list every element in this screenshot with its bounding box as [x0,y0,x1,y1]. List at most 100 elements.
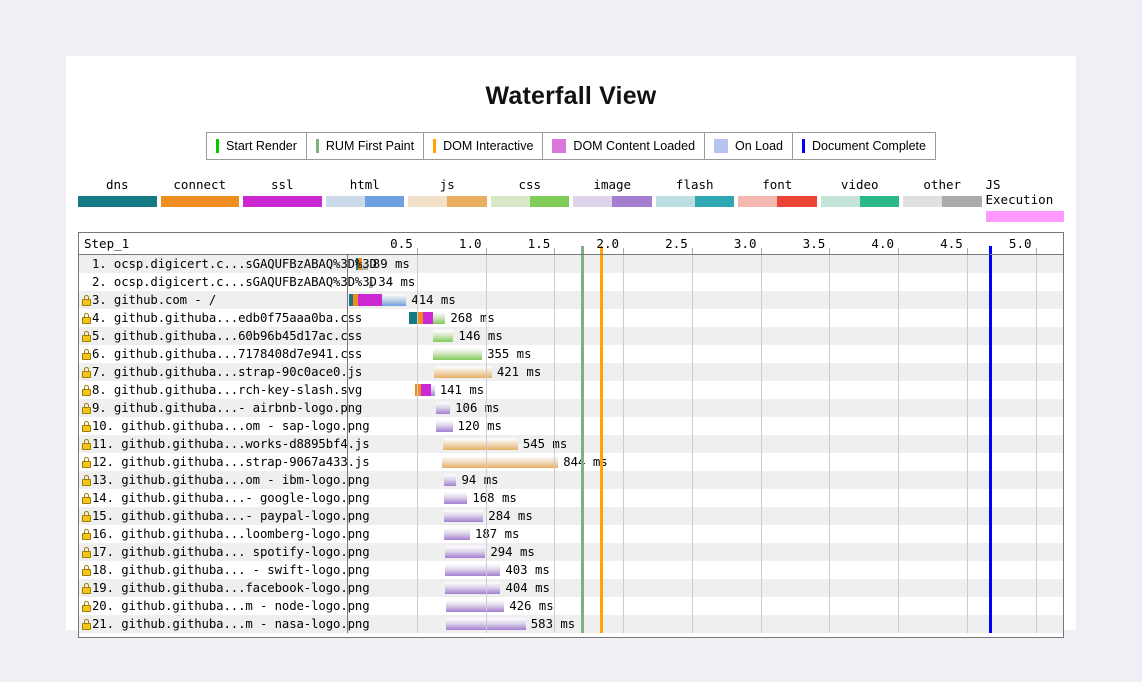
waterfall-row[interactable]: 8. github.githuba...rch-key-slash.svg 141… [79,381,1063,399]
request-bar[interactable] [444,492,468,504]
request-track: 120 ms [348,417,1063,435]
axis-tick-label: 3.0 [733,236,757,251]
request-name-cell[interactable]: 11. github.githuba...works-d8895bf4.js [79,435,370,453]
request-bar[interactable] [355,258,368,270]
event-legend-item[interactable]: DOM Interactive [423,133,542,159]
event-legend-item[interactable]: RUM First Paint [305,133,423,159]
waterfall-row[interactable]: 21. github.githuba...m - nasa-logo.png 58… [79,615,1063,633]
content-type-legend-item[interactable]: connect [160,177,239,222]
request-bar[interactable] [408,312,446,324]
request-name-cell[interactable]: 14. github.githuba...- google-logo.png [79,489,370,507]
request-duration-label: 141 ms [439,383,485,397]
request-name-cell[interactable]: 6. github.githuba...7178408d7e941.css [79,345,362,363]
content-type-legend-item[interactable]: js [408,177,487,222]
request-bar[interactable] [349,294,407,306]
request-name-cell[interactable]: 20. github.githuba...m - node-logo.png [79,597,370,615]
request-bar[interactable] [433,330,454,342]
request-name-label: 5. github.githuba...60b96b45d17ac.css [92,329,363,343]
request-name-cell[interactable]: 15. github.githuba...- paypal-logo.png [79,507,370,525]
request-name-label: 20. github.githuba...m - node-logo.png [92,599,370,613]
request-name-cell[interactable]: 19. github.githuba...facebook-logo.png [79,579,370,597]
event-legend-item[interactable]: On Load [704,133,792,159]
content-type-legend-item[interactable]: css [490,177,569,222]
request-name-cell[interactable]: 18. github.githuba... - swift-logo.png [79,561,370,579]
request-name-cell[interactable]: 1. ocsp.digicert.c...sGAQUFBzABAQ%3D%3D [79,255,377,273]
request-bar[interactable] [415,384,435,396]
request-name-cell[interactable]: 12. github.githuba...strap-9067a433.js [79,453,370,471]
request-name-cell[interactable]: 4. github.githuba...edb0f75aaa0ba.css [79,309,362,327]
waterfall-row[interactable]: 6. github.githuba...7178408d7e941.css 355… [79,345,1063,363]
content-type-legend-item[interactable]: other [903,177,982,222]
content-type-label: dns [105,177,129,192]
request-name-label: 16. github.githuba...loomberg-logo.png [92,527,370,541]
waterfall-row[interactable]: 13. github.githuba...om - ibm-logo.png 94… [79,471,1063,489]
request-bar[interactable] [433,348,483,360]
request-name-cell[interactable]: 16. github.githuba...loomberg-logo.png [79,525,370,543]
event-legend-item[interactable]: Document Complete [792,133,935,159]
content-type-legend-item[interactable]: image [573,177,652,222]
request-name-cell[interactable]: 10. github.githuba...om - sap-logo.png [79,417,370,435]
content-type-legend-item[interactable]: ssl [243,177,322,222]
request-track: 34 ms [348,273,1063,291]
request-bar[interactable] [444,546,486,558]
content-type-legend-item[interactable]: video [820,177,899,222]
content-type-legend-item[interactable]: flash [655,177,734,222]
request-name-cell[interactable]: 5. github.githuba...60b96b45d17ac.css [79,327,362,345]
request-bar[interactable] [436,420,453,432]
request-bar[interactable] [444,528,470,540]
request-name-cell[interactable]: 2. ocsp.digicert.c...sGAQUFBzABAQ%3D%3D [79,273,377,291]
event-legend-item[interactable]: DOM Content Loaded [542,133,704,159]
request-name-cell[interactable]: 9. github.githuba...- airbnb-logo.png [79,399,362,417]
waterfall-row[interactable]: 16. github.githuba...loomberg-logo.png 18… [79,525,1063,543]
request-bar[interactable] [442,438,518,450]
request-bar[interactable] [442,456,559,468]
request-name-cell[interactable]: 3. github.com - / [79,291,348,309]
request-bar[interactable] [435,402,451,414]
content-type-legend-item[interactable]: font [738,177,817,222]
request-name-cell[interactable]: 8. github.githuba...rch-key-slash.svg [79,381,362,399]
request-name-cell[interactable]: 21. github.githuba...m - nasa-logo.png [79,615,370,633]
request-bar[interactable] [445,618,526,630]
event-legend-item[interactable]: Start Render [207,133,306,159]
request-bar[interactable] [444,510,484,522]
request-bar[interactable] [445,600,505,612]
request-bar[interactable] [444,564,501,576]
waterfall-row[interactable]: 18. github.githuba... - swift-logo.png 40… [79,561,1063,579]
request-duration-label: 583 ms [530,617,576,631]
request-bar[interactable] [444,582,501,594]
request-name-cell[interactable]: 13. github.githuba...om - ibm-logo.png [79,471,370,489]
content-type-legend-item[interactable]: JS Execution [985,177,1064,222]
request-duration-label: 403 ms [505,563,550,577]
request-track: 844 ms [348,453,1063,471]
request-bar[interactable] [433,366,492,378]
waterfall-row[interactable]: 4. github.githuba...edb0f75aaa0ba.css 268… [79,309,1063,327]
request-bar-segment-ssl [423,312,434,324]
waterfall-row[interactable]: 3. github.com - / 414 ms [79,291,1063,309]
request-bar[interactable] [443,474,457,486]
request-duration-label: 414 ms [411,293,456,307]
request-name-label: 3. github.com - / [92,293,217,307]
request-duration-label: 268 ms [450,311,495,325]
request-duration-label: 355 ms [487,347,532,361]
request-name-cell[interactable]: 17. github.githuba... spotify-logo.png [79,543,370,561]
content-type-legend-item[interactable]: dns [78,177,157,222]
content-type-label: font [762,177,793,192]
request-bar[interactable] [368,276,374,288]
request-name-cell[interactable]: 7. github.githuba...strap-90c0ace0.js [79,363,362,381]
content-type-legend-item[interactable]: html [325,177,404,222]
request-duration-label: 187 ms [474,527,520,541]
request-duration-label: 94 ms [461,473,499,487]
